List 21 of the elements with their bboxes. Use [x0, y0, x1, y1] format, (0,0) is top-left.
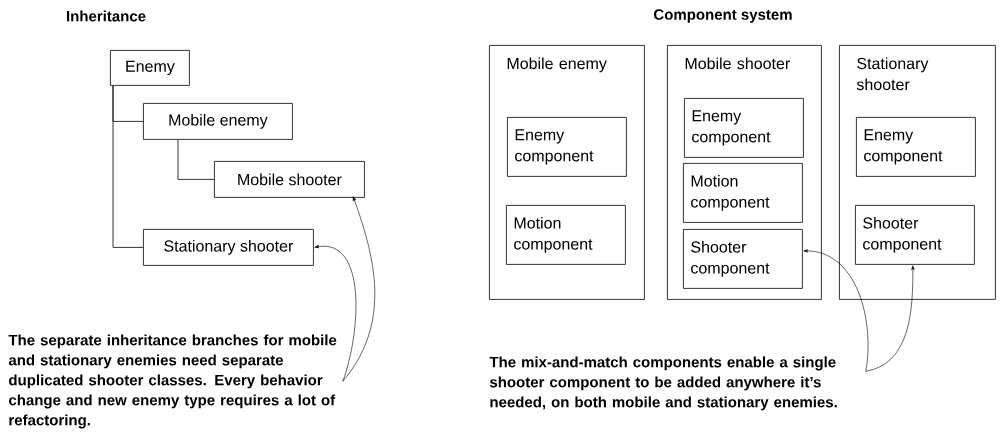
- component-box: Motion component: [506, 205, 626, 265]
- curved-arrow: [314, 244, 357, 382]
- component-box: Enemy component: [856, 117, 976, 177]
- curved-arrow: [803, 249, 869, 372]
- section-heading: Component system: [654, 9, 792, 23]
- class-box: Mobile enemy: [143, 103, 293, 140]
- component-box: Motion component: [683, 163, 803, 223]
- annotation-text: The mix-and-match components enable a single shooter component to be added anywhere it’s needed, on both mobile and stationary enemies.: [489, 356, 837, 411]
- connector-line: [177, 139, 215, 180]
- connector-line: [112, 85, 144, 248]
- component-box: Enemy component: [684, 98, 804, 158]
- annotation-text: The separate inheritance branches for mobile and stationary enemies need separate duplicated shooter classes. Every behavior change and new enemy type requires a lot of refactoring.: [8, 334, 337, 429]
- class-box: Mobile shooter: [214, 161, 365, 198]
- curved-arrow: [342, 196, 376, 382]
- component-box: Shooter component: [683, 229, 803, 289]
- class-box: Enemy: [110, 50, 190, 86]
- component-box: Enemy component: [507, 117, 627, 177]
- curved-arrow: [865, 265, 915, 372]
- class-box: Stationary shooter: [143, 229, 314, 266]
- component-box: Shooter component: [855, 205, 975, 265]
- section-heading: Inheritance: [67, 10, 146, 22]
